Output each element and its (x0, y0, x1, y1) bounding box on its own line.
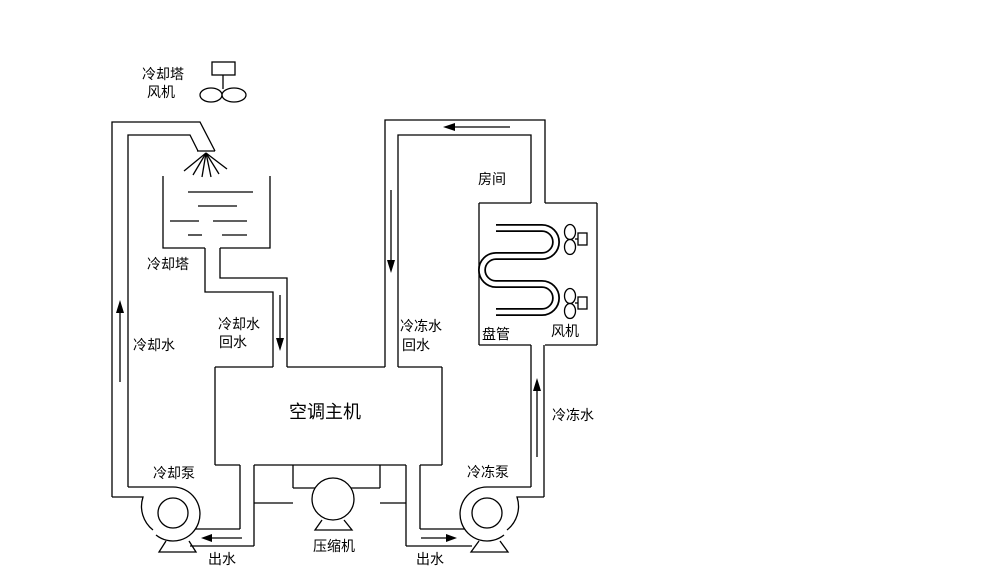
cooling-tower-fan-symbol (199, 61, 247, 103)
pump-volute-outer (128, 486, 201, 542)
pipe-horizontal (406, 528, 472, 547)
fan-blade-right-icon (221, 87, 247, 103)
flow-arrow-room-loop-left (443, 123, 510, 131)
pump-volute-inner (506, 496, 544, 531)
flow-arrow-chilled-water-up (533, 378, 541, 457)
coil-fan-icon (563, 287, 588, 320)
compressor-body (311, 477, 355, 521)
cooling-return-label-line2: 回水 (219, 334, 247, 350)
cooling-pump-symbol (112, 486, 201, 553)
main-unit-label: 空调主机 (289, 402, 361, 422)
pipe-vertical (530, 345, 545, 497)
outlet-left-label: 出水 (208, 551, 236, 567)
cooling-tower-label: 冷却塔 (147, 256, 189, 272)
cooling-tower-fan-label-line2: 风机 (147, 84, 175, 100)
fan-coil-box (478, 202, 598, 346)
cooling-tower-basin (162, 176, 288, 367)
pump-volute-outer (459, 486, 531, 542)
fan-motor-box (211, 61, 236, 76)
coil-serpentine-bore (479, 225, 559, 315)
pump-base (157, 540, 198, 553)
pump-volute-inner (112, 496, 154, 531)
coil-serpentine (478, 224, 560, 316)
compressor-label: 压缩机 (313, 538, 355, 554)
cooling-outlet-pipe (190, 465, 255, 547)
flow-arrow-chilled-outlet-right (421, 534, 457, 542)
pump-impeller (471, 497, 503, 529)
chilled-pump-label: 冷冻泵 (467, 464, 509, 480)
water-surface-dashes (170, 191, 253, 236)
main-unit-box (214, 366, 443, 466)
pipe-vertical (405, 465, 421, 546)
coil-fan-label: 风机 (551, 323, 579, 339)
basin-outlet-inner (219, 248, 288, 367)
basin-left-wall (162, 176, 205, 249)
chilled-outlet-pipe (405, 465, 472, 547)
flow-arrow-cooling-outlet-left (201, 534, 242, 542)
pipe-inner (397, 134, 532, 367)
room-loop-pipe (384, 119, 546, 367)
compressor-base (313, 519, 354, 531)
pipe-vertical (239, 465, 255, 546)
cooling-return-label-line1: 冷却水 (218, 316, 260, 332)
cooling-water-riser-pipe (111, 121, 228, 497)
cooling-tower-fan-label-line1: 冷却塔 (142, 66, 184, 82)
chilled-return-label-line2: 回水 (402, 337, 430, 353)
pump-base (469, 540, 510, 553)
coil-label: 盘管 (482, 326, 510, 342)
spray-lines-icon (183, 152, 228, 178)
chilled-water-label: 冷冻水 (552, 407, 594, 423)
flow-arrow-cooling-return-down (276, 295, 284, 351)
pipe-horizontal (190, 528, 254, 547)
pump-impeller (157, 497, 189, 529)
outlet-right-label: 出水 (416, 551, 444, 567)
chilled-pump-symbol (459, 486, 544, 553)
room-label: 房间 (478, 171, 506, 187)
pipe-inner (127, 134, 199, 487)
coil-fan-icon (563, 223, 588, 256)
pipe-outer (111, 121, 216, 497)
cooling-pump-label: 冷却泵 (153, 465, 195, 481)
fan-blade-left-icon (199, 87, 223, 103)
basin-outlet-outer (204, 248, 274, 367)
flow-arrow-cooling-water-up (116, 300, 124, 382)
compressor-symbol (254, 465, 406, 531)
chilled-return-label-line1: 冷冻水 (400, 318, 442, 334)
pipe-outer (384, 119, 546, 367)
compressor-pipes (292, 465, 381, 489)
cooling-water-label: 冷却水 (133, 337, 175, 353)
basin-right-wall (220, 176, 271, 249)
chilled-water-riser-pipe (530, 345, 545, 497)
flow-arrow-chilled-return-down (387, 190, 395, 273)
